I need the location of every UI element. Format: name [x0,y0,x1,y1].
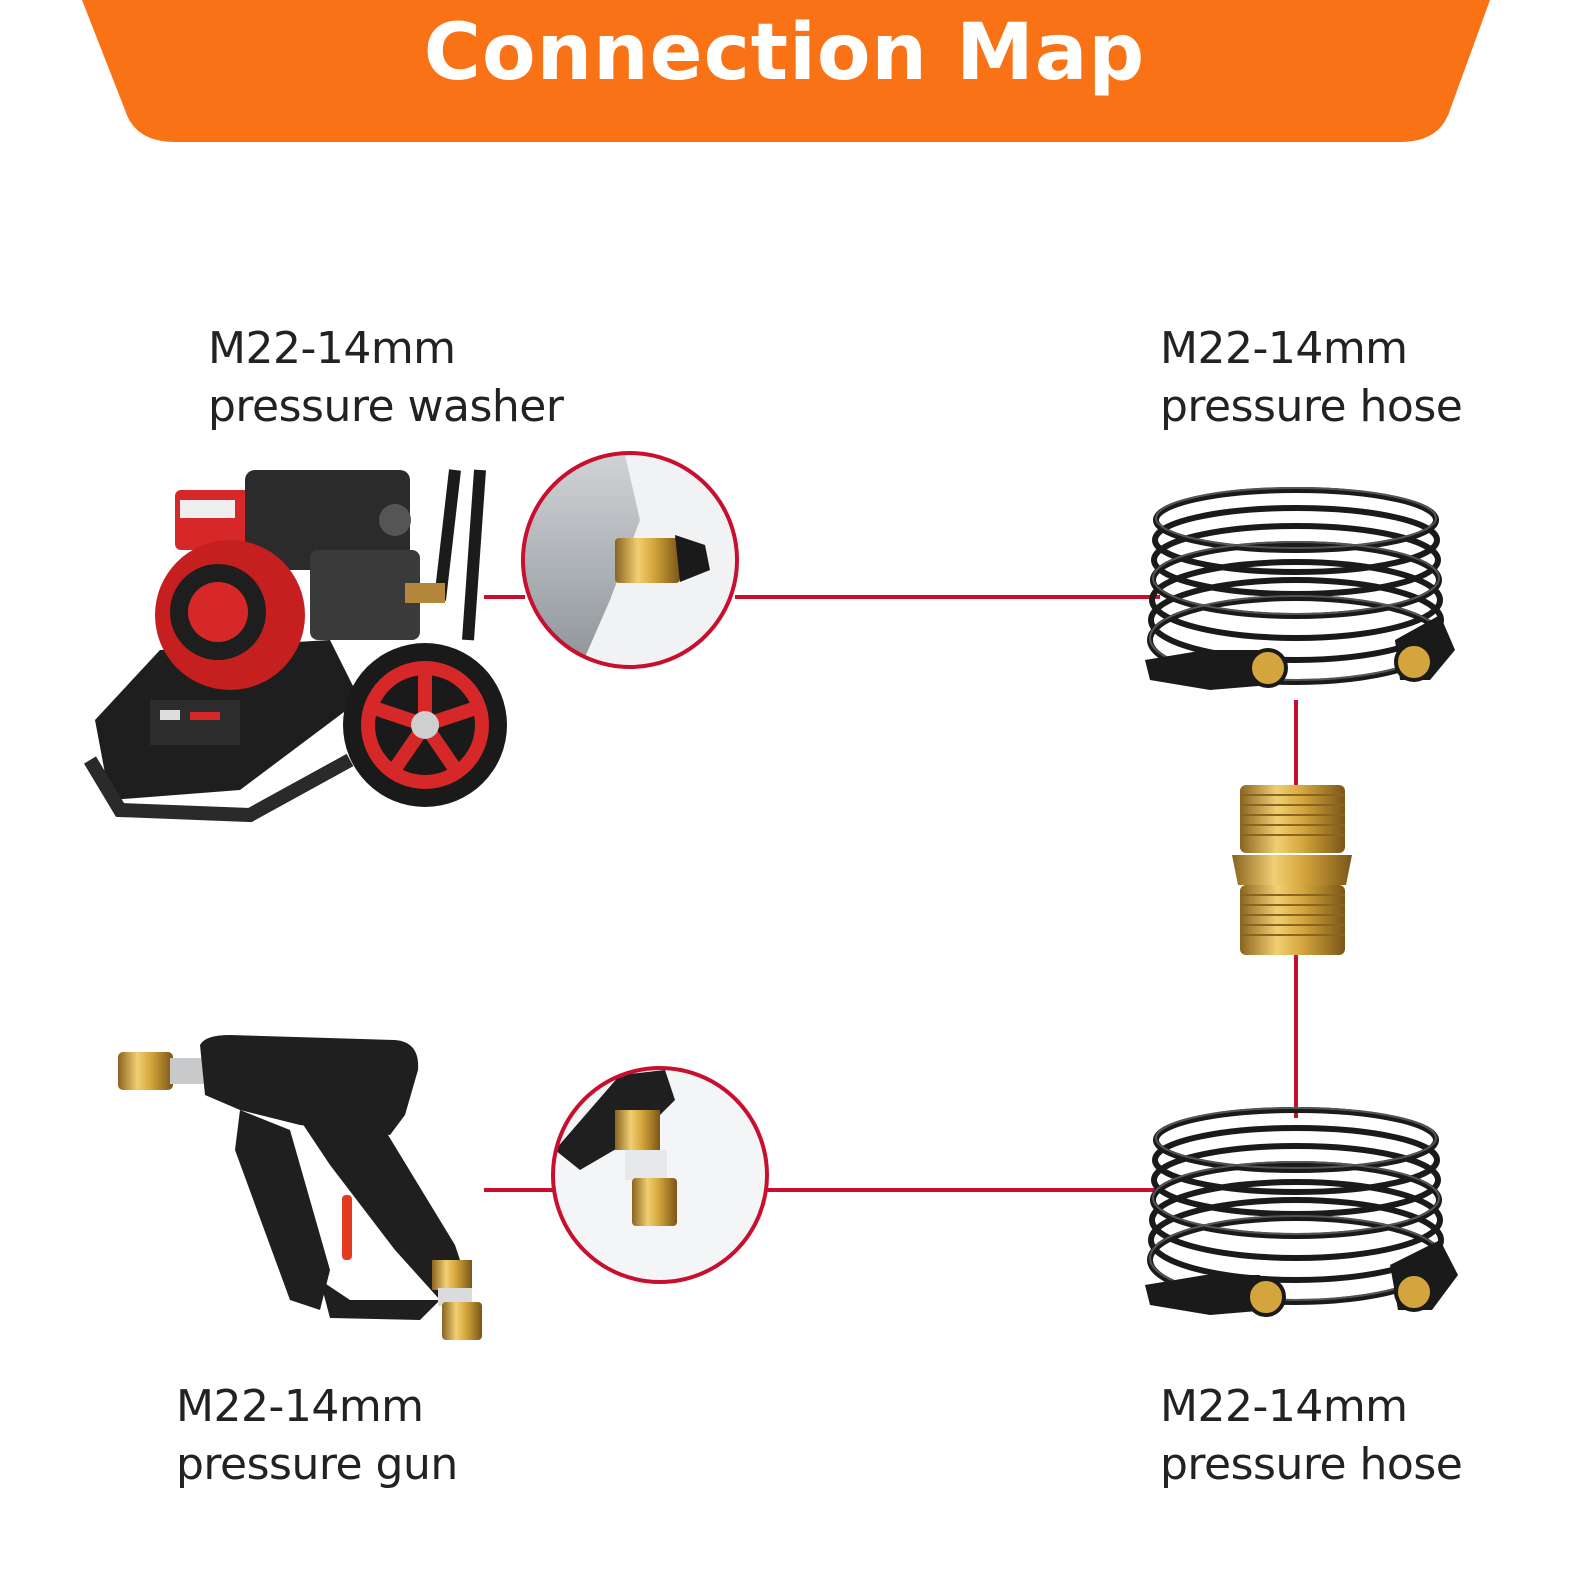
header-banner [82,0,1490,142]
pressure-hose-bottom-image [1145,1107,1458,1317]
label-gun-size: M22-14mm [176,1381,424,1432]
label-pressure-hose-bottom: M22-14mm pressure hose [1160,1378,1463,1494]
page-title: Connection Map [423,8,1146,98]
connector-lines [484,595,1298,1192]
washer-outlet-zoom [521,451,739,669]
pressure-hose-top-image [1145,487,1455,690]
label-washer-size: M22-14mm [208,323,456,374]
pressure-washer-image [83,469,507,823]
pressure-gun-image [118,1035,482,1340]
label-pressure-hose-top: M22-14mm pressure hose [1160,320,1463,436]
brass-coupler-image [1232,785,1352,955]
label-hose-bottom-size: M22-14mm [1160,1381,1408,1432]
label-hose-bottom-name: pressure hose [1160,1439,1463,1490]
label-pressure-gun: M22-14mm pressure gun [176,1378,458,1494]
label-hose-top-name: pressure hose [1160,381,1463,432]
label-pressure-washer: M22-14mm pressure washer [208,320,564,436]
gun-connector-zoom [551,1066,769,1284]
label-washer-name: pressure washer [208,381,564,432]
label-hose-top-size: M22-14mm [1160,323,1408,374]
label-gun-name: pressure gun [176,1439,458,1490]
